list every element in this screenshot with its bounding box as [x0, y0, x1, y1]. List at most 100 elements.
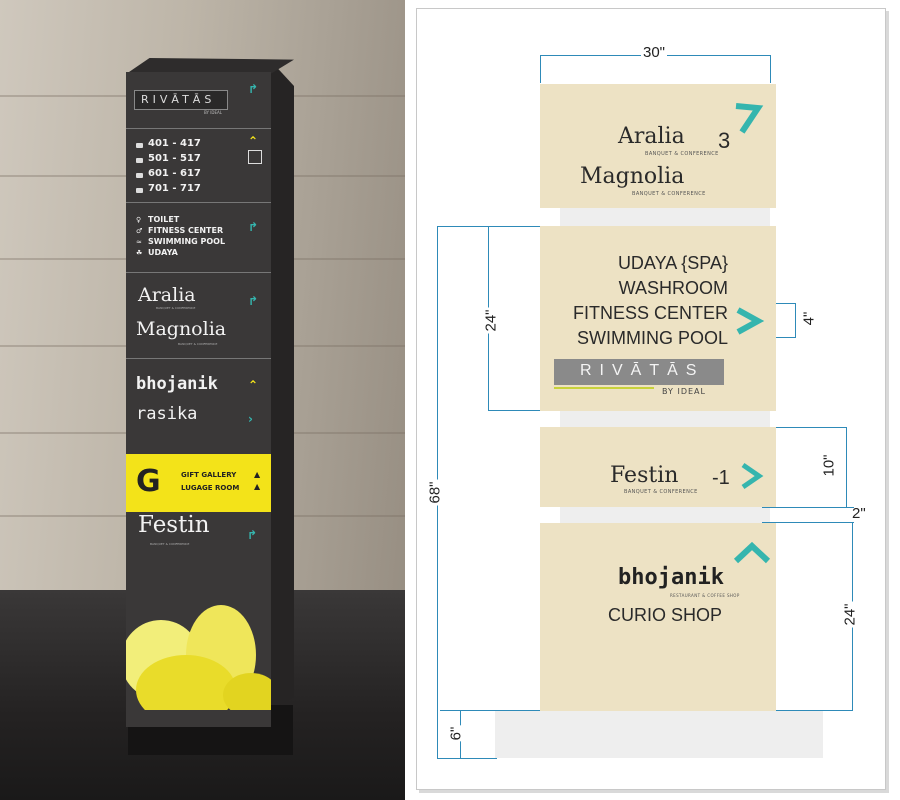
- amenity-fitness: FITNESS CENTER: [148, 226, 224, 235]
- amenity-pool: SWIMMING POOL: [148, 237, 226, 246]
- gap-height-label: 2": [852, 505, 866, 522]
- panel4-bhojanik-sub: RESTAURANT & COFFEE SHOP: [670, 593, 740, 598]
- room-range-2: 501 - 517: [148, 153, 201, 164]
- totem-photo: RIVĀTĀS BY IDEAL ↱ 401 - 417 501 - 517 6…: [0, 0, 405, 800]
- arrow-height-extension: [776, 337, 796, 338]
- panel-aralia-magnolia: Aralia BANQUET & CONFERENCE Magnolia BAN…: [540, 84, 776, 208]
- overall-height-label: 68": [426, 479, 444, 506]
- panel4-curio-shop: CURIO SHOP: [608, 605, 723, 625]
- panel3-festin: Festin: [610, 463, 679, 488]
- logo-accent-line: [554, 387, 654, 389]
- panel3-floor: -1: [712, 467, 730, 489]
- panel-bhojanik: bhojanik RESTAURANT & COFFEE SHOP CURIO …: [540, 523, 776, 711]
- panel2-washroom: WASHROOM: [618, 278, 728, 298]
- base-plinth: [495, 710, 823, 758]
- venue-sub: BANQUET & CONFERENCE: [178, 342, 218, 346]
- divider: [126, 128, 271, 129]
- divider: [126, 202, 271, 203]
- bed-icon: [136, 158, 143, 163]
- turn-arrow-icon: ↱: [248, 294, 259, 308]
- restaurant-rasika: rasika: [136, 404, 198, 424]
- amenity-udaya: UDAYA: [148, 248, 178, 257]
- width-label: 30": [641, 44, 668, 61]
- panel2-fitness: FITNESS CENTER: [572, 303, 728, 323]
- arrow-height-label: 4": [800, 311, 818, 326]
- arrow-height-extension: [776, 303, 796, 304]
- room-range-3: 601 - 617: [148, 168, 201, 179]
- panel-festin: Festin BANQUET & CONFERENCE -1: [540, 427, 776, 507]
- divider: [126, 358, 271, 359]
- panel-gap: [560, 410, 770, 428]
- panel1-floor: 3: [718, 128, 731, 153]
- overall-height-extension: [437, 758, 497, 759]
- panel3-festin-sub: BANQUET & CONFERENCE: [624, 489, 698, 495]
- divider: [126, 272, 271, 273]
- venue-aralia: Aralia: [138, 284, 196, 306]
- panel-amenities: UDAYA {SPA} WASHROOM FITNESS CENTER SWIM…: [540, 226, 776, 411]
- gift-icon: ▲: [254, 470, 261, 479]
- panel-gap: [560, 506, 770, 523]
- amenity-toilet: TOILET: [148, 215, 180, 224]
- up-chevron-icon: ⌃: [248, 134, 259, 148]
- festin-height-extension: [776, 427, 846, 428]
- ground-floor-letter: G: [136, 464, 161, 499]
- bed-icon: [136, 143, 143, 148]
- panel1-magnolia-sub: BANQUET & CONFERENCE: [632, 191, 706, 197]
- rivatas-sub: BY IDEAL: [662, 387, 706, 396]
- panel1-aralia-sub: BANQUET & CONFERENCE: [645, 151, 719, 157]
- venue-magnolia: Magnolia: [136, 318, 227, 340]
- bed-icon: [136, 188, 143, 193]
- lotus-graphic: [126, 605, 271, 710]
- rivatas-logo-box: RIVĀTĀS: [554, 359, 724, 385]
- panel2-pool: SWIMMING POOL: [576, 328, 728, 348]
- upper-height-extension: [488, 410, 540, 411]
- rivatas-logo: RIVĀTĀS: [141, 93, 216, 106]
- base-height-extension: [440, 710, 540, 711]
- luggage-icon: ▲: [254, 482, 261, 491]
- lower-height-extension: [776, 710, 853, 711]
- rivatas-sub: BY IDEAL: [204, 110, 222, 115]
- ground-luggage-room: LUGAGE ROOM: [181, 484, 240, 492]
- arrow-height-line: [795, 303, 796, 337]
- festin-height-extension: [762, 507, 854, 508]
- base-height-label: 6": [447, 725, 465, 742]
- bed-icon: [136, 173, 143, 178]
- elevator-icon: [248, 150, 262, 164]
- diagonal-arrow-icon: [735, 103, 764, 134]
- turn-arrow-icon: ↱: [248, 82, 259, 96]
- rivatas-logo-box: RIVĀTĀS: [134, 90, 228, 110]
- room-range-1: 401 - 417: [148, 138, 201, 149]
- width-extension-line: [540, 55, 541, 83]
- totem-top-face: [126, 58, 294, 74]
- lower-height-label: 24": [841, 601, 859, 628]
- spa-icon: ☘: [136, 249, 143, 257]
- toilet-icon: ♀: [136, 216, 142, 224]
- panel-gap: [560, 207, 770, 227]
- turn-arrow-icon: ↱: [248, 220, 259, 234]
- panel1-aralia: Aralia: [618, 124, 685, 149]
- upper-height-label: 24": [482, 307, 500, 334]
- turn-arrow-icon: ↱: [247, 528, 258, 542]
- venue-sub: BANQUET & CONFERENCE: [150, 542, 190, 546]
- right-chevron-icon: [741, 462, 764, 490]
- panel1-magnolia: Magnolia: [580, 164, 685, 189]
- ground-floor-band: G GIFT GALLERY LUGAGE ROOM ▲ ▲: [126, 454, 271, 512]
- up-chevron-icon: [733, 541, 771, 564]
- totem-side-face: [270, 60, 294, 710]
- festin-height-label: 10": [820, 452, 838, 479]
- restaurant-bhojanik: bhojanik: [136, 374, 218, 394]
- room-range-4: 701 - 717: [148, 183, 201, 194]
- pool-icon: ≈: [136, 238, 142, 246]
- panel4-bhojanik: bhojanik: [618, 565, 724, 590]
- fitness-icon: ♂: [136, 227, 143, 235]
- ground-gift-gallery: GIFT GALLERY: [181, 471, 237, 479]
- venue-sub: BANQUET & CONFERENCE: [156, 306, 196, 310]
- width-extension-line: [770, 55, 771, 83]
- festin-height-line: [846, 427, 847, 507]
- up-chevron-icon: ⌃: [248, 378, 259, 392]
- right-chevron-icon: ›: [248, 412, 253, 426]
- gap-extension: [762, 522, 854, 523]
- rivatas-logo: RIVĀTĀS: [580, 362, 705, 379]
- panel2-udaya: UDAYA {SPA}: [617, 253, 728, 273]
- right-chevron-icon: [736, 307, 765, 335]
